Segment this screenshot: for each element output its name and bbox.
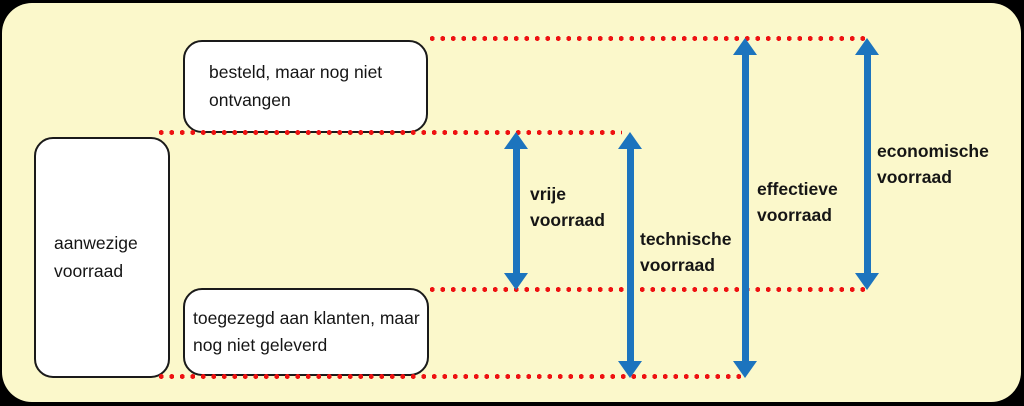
arrowhead-up	[733, 38, 757, 55]
effective-stock-label: effectieve voorraad	[757, 176, 838, 228]
box-committed-not-delivered: toegezegd aan klanten, maar nog niet gel…	[183, 288, 429, 376]
label-line: voorraad	[640, 255, 715, 275]
economic-stock-label: economische voorraad	[877, 138, 989, 190]
technical-stock-label: technische voorraad	[640, 226, 731, 278]
arrow-technical-stock	[618, 132, 642, 378]
box-text-line: toegezegd aan klanten, maar	[193, 307, 420, 328]
label-line: voorraad	[877, 167, 952, 187]
box-text-line: ontvangen	[209, 89, 291, 110]
label-line: technische	[640, 229, 732, 249]
label-line: effectieve	[757, 179, 838, 199]
free-stock-label: vrije voorraad	[530, 181, 605, 233]
dotted-line-committed-level	[427, 287, 870, 292]
arrowhead-down	[504, 273, 528, 290]
arrow-effective-stock	[733, 38, 757, 378]
dotted-line-ordered-level	[427, 36, 871, 41]
arrow-shaft	[626, 145, 634, 365]
arrowhead-up	[618, 132, 642, 149]
label-line: voorraad	[530, 210, 605, 230]
arrowhead-up	[855, 38, 879, 55]
box-text-line: voorraad	[54, 260, 124, 281]
box-text-line: aanwezige	[54, 233, 138, 253]
arrow-shaft	[741, 51, 749, 365]
arrow-shaft	[512, 145, 520, 277]
box-text-line: besteld, maar nog niet	[209, 62, 383, 82]
label-line: economische	[877, 141, 989, 161]
box-ordered-not-received: besteld, maar nog niet ontvangen	[183, 40, 428, 133]
arrow-free-stock	[504, 132, 528, 290]
arrow-economic-stock	[855, 38, 879, 290]
label-line: vrije	[530, 184, 566, 204]
box-text-line: nog niet geleverd	[193, 335, 328, 355]
arrowhead-down	[733, 361, 757, 378]
dotted-line-on-hand-level	[156, 130, 622, 135]
label-line: voorraad	[757, 205, 832, 225]
box-on-hand-stock: aanwezige voorraad	[34, 137, 170, 378]
arrowhead-down	[618, 361, 642, 378]
arrow-shaft	[863, 51, 871, 277]
arrowhead-up	[504, 132, 528, 149]
arrowhead-down	[855, 273, 879, 290]
dotted-line-zero-level	[156, 374, 745, 379]
diagram-frame	[2, 3, 1021, 402]
